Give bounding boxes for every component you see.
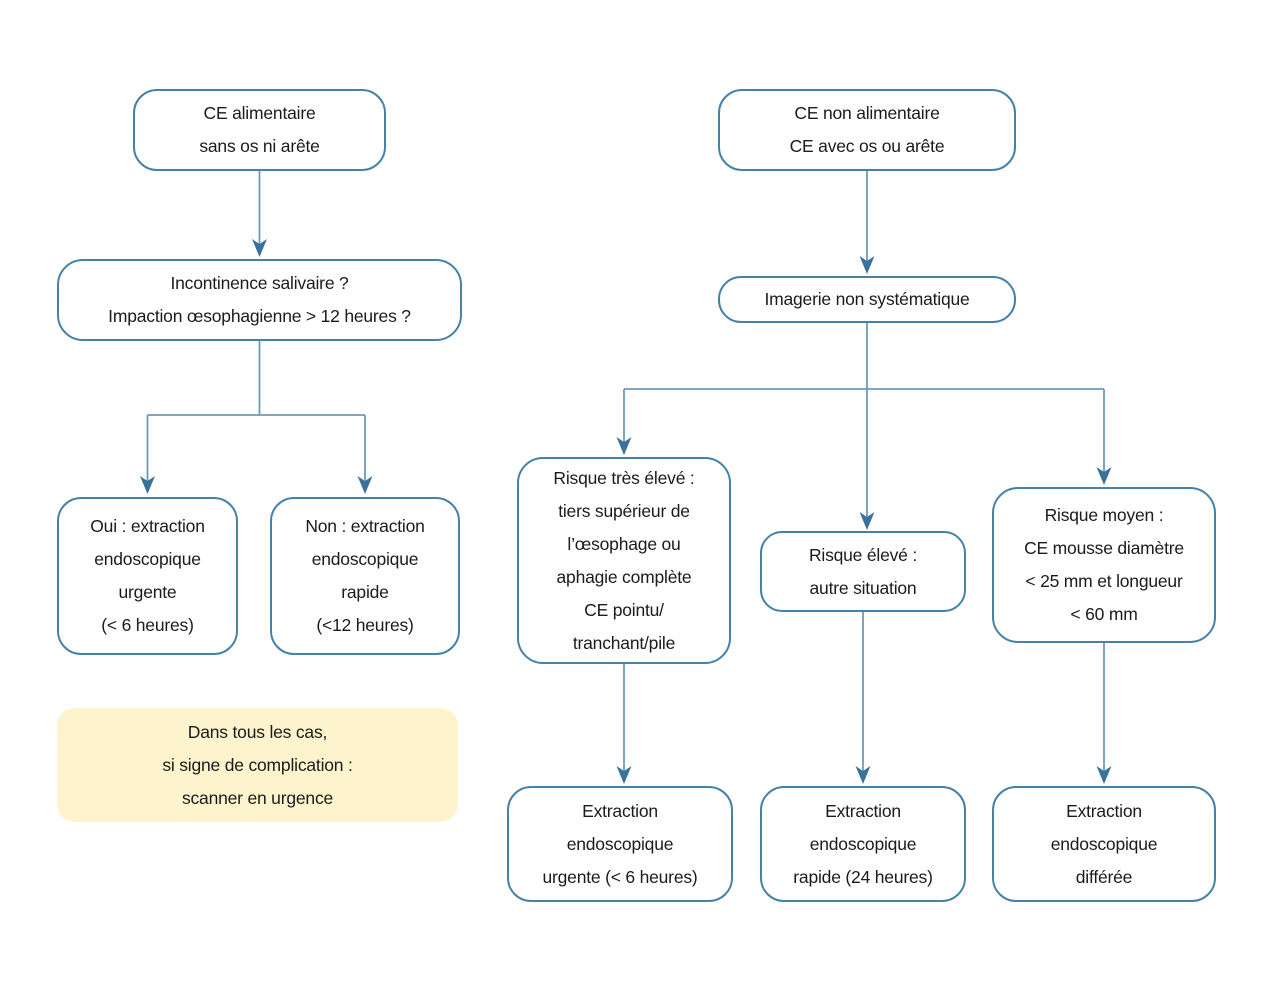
connector-question-split bbox=[146, 341, 366, 483]
arrowhead-food-to-question bbox=[252, 239, 267, 257]
node-rapid-extraction-text: Extraction endoscopique rapide (24 heure… bbox=[793, 800, 933, 887]
node-imaging-text: Imagerie non systématique bbox=[764, 289, 970, 309]
node-yes-extraction: Oui : extraction endoscopique urgente (<… bbox=[57, 497, 238, 655]
node-salivary-question-text: Incontinence salivaire ? Impaction œsoph… bbox=[108, 273, 411, 326]
node-medium-risk-text: Risque moyen : CE mousse diamètre < 25 m… bbox=[1024, 505, 1184, 624]
arrowhead-to-deferred-extraction bbox=[1096, 766, 1112, 784]
arrowhead-to-high-risk bbox=[859, 512, 875, 530]
arrowhead-to-no bbox=[357, 476, 373, 494]
node-very-high-risk: Risque très élevé : tiers supérieur de l… bbox=[517, 457, 731, 664]
node-no-extraction: Non : extraction endoscopique rapide (<1… bbox=[270, 497, 460, 655]
arrowhead-to-urgent-extraction bbox=[616, 766, 632, 784]
node-food-ce: CE alimentaire sans os ni arête bbox=[133, 89, 386, 171]
node-medium-risk: Risque moyen : CE mousse diamètre < 25 m… bbox=[992, 487, 1216, 643]
arrowhead-to-rapid-extraction bbox=[855, 766, 871, 784]
node-no-extraction-text: Non : extraction endoscopique rapide (<1… bbox=[305, 516, 425, 635]
arrowhead-nonfood-to-imaging bbox=[859, 256, 875, 274]
node-imaging: Imagerie non systématique bbox=[718, 276, 1016, 323]
node-complication-note-text: Dans tous les cas, si signe de complicat… bbox=[162, 721, 353, 808]
node-yes-extraction-text: Oui : extraction endoscopique urgente (<… bbox=[90, 516, 205, 635]
arrowhead-to-very-high-risk bbox=[616, 437, 632, 455]
arrowhead-to-medium-risk bbox=[1096, 467, 1112, 485]
node-deferred-extraction-text: Extraction endoscopique différée bbox=[1050, 800, 1158, 887]
node-salivary-question: Incontinence salivaire ? Impaction œsoph… bbox=[57, 259, 462, 341]
node-high-risk: Risque élevé : autre situation bbox=[760, 531, 966, 612]
node-rapid-extraction: Extraction endoscopique rapide (24 heure… bbox=[760, 786, 966, 902]
node-nonfood-ce-text: CE non alimentaire CE avec os ou arête bbox=[789, 103, 945, 156]
node-deferred-extraction: Extraction endoscopique différée bbox=[992, 786, 1216, 902]
node-very-high-risk-text: Risque très élevé : tiers supérieur de l… bbox=[553, 467, 695, 653]
node-urgent-extraction: Extraction endoscopique urgente (< 6 heu… bbox=[507, 786, 733, 902]
node-complication-note: Dans tous les cas, si signe de complicat… bbox=[57, 708, 458, 822]
node-nonfood-ce: CE non alimentaire CE avec os ou arête bbox=[718, 89, 1016, 171]
node-urgent-extraction-text: Extraction endoscopique urgente (< 6 heu… bbox=[542, 800, 698, 887]
arrowhead-to-yes bbox=[140, 476, 155, 494]
node-high-risk-text: Risque élevé : autre situation bbox=[808, 544, 918, 598]
node-food-ce-text: CE alimentaire sans os ni arête bbox=[199, 103, 320, 156]
connector-imaging-split bbox=[623, 323, 1105, 519]
